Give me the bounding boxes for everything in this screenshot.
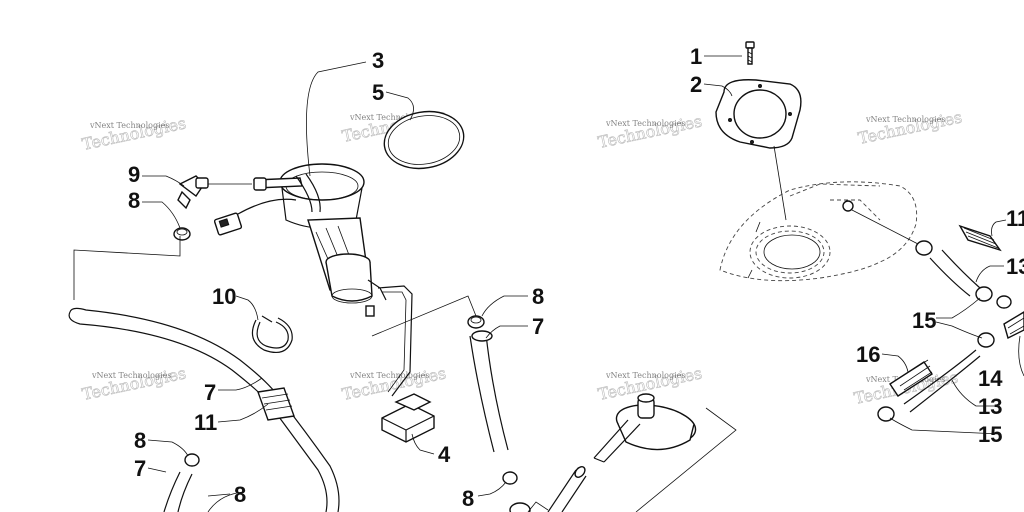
callout-7-b: 7 — [134, 456, 146, 481]
callout-8-e: 8 — [462, 486, 474, 511]
watermark-7: vNext Technologies — [605, 371, 685, 380]
elbow-fitting-9 — [177, 175, 252, 210]
callout-8-b: 8 — [134, 428, 146, 453]
watermark-1: vNext Technologies — [89, 121, 169, 130]
watermark-5: vNext Technologies — [91, 371, 171, 380]
svg-text:Technologies: Technologies — [596, 111, 704, 152]
callout-5: 5 — [372, 80, 384, 105]
watermarks: Technologies vNext Technologies Technolo… — [80, 105, 964, 408]
callout-7-c: 7 — [532, 314, 544, 339]
watermark-6: vNext Technologies — [349, 371, 429, 380]
clamp-8-top-left — [173, 227, 191, 241]
callout-11-b: 11 — [1006, 206, 1024, 231]
hose-7-center — [371, 295, 549, 512]
clamp-10 — [251, 315, 293, 353]
svg-text:Technologies: Technologies — [856, 107, 964, 148]
callout-4: 4 — [438, 442, 451, 467]
watermark-4: vNext Technologies — [865, 115, 945, 124]
hose-7-lower-left — [163, 453, 245, 512]
svg-text:Technologies: Technologies — [80, 113, 188, 154]
gasket-5 — [383, 110, 465, 170]
callout-15-b: 15 — [978, 422, 1002, 447]
callout-8-c: 8 — [234, 482, 246, 507]
callout-1: 1 — [690, 44, 702, 69]
bolt-1 — [745, 41, 755, 65]
fuel-tank-outline — [719, 181, 919, 282]
callout-15-a: 15 — [912, 308, 936, 333]
fuel-pump-assembly — [213, 163, 413, 397]
callout-11-a: 11 — [194, 410, 217, 435]
leader-lines — [142, 55, 1007, 497]
callout-16: 16 — [856, 342, 880, 367]
callout-14: 14 — [978, 366, 1003, 391]
callout-10: 10 — [212, 284, 236, 309]
callout-7-a: 7 — [204, 380, 216, 405]
leader-bracket-left — [73, 236, 181, 300]
callout-13-b: 13 — [978, 394, 1002, 419]
connector-4 — [381, 393, 435, 443]
callout-3: 3 — [372, 48, 384, 73]
filter-valve-assembly — [547, 393, 737, 512]
callout-2: 2 — [690, 72, 702, 97]
callout-labels: 3 5 9 8 10 7 11 8 7 8 4 8 7 8 1 2 11 13 … — [128, 44, 1024, 511]
callout-8-a: 8 — [128, 188, 140, 213]
callout-9: 9 — [128, 162, 140, 187]
watermark-2: vNext Technologies — [349, 113, 429, 122]
mounting-plate-2 — [715, 79, 802, 221]
right-hose-assembly — [877, 224, 1024, 422]
svg-text:Technologies: Technologies — [80, 363, 188, 404]
watermark-3: vNext Technologies — [605, 119, 685, 128]
callout-13-a: 13 — [1006, 254, 1024, 279]
callout-8-d: 8 — [532, 284, 544, 309]
hose-7-left — [68, 307, 340, 512]
